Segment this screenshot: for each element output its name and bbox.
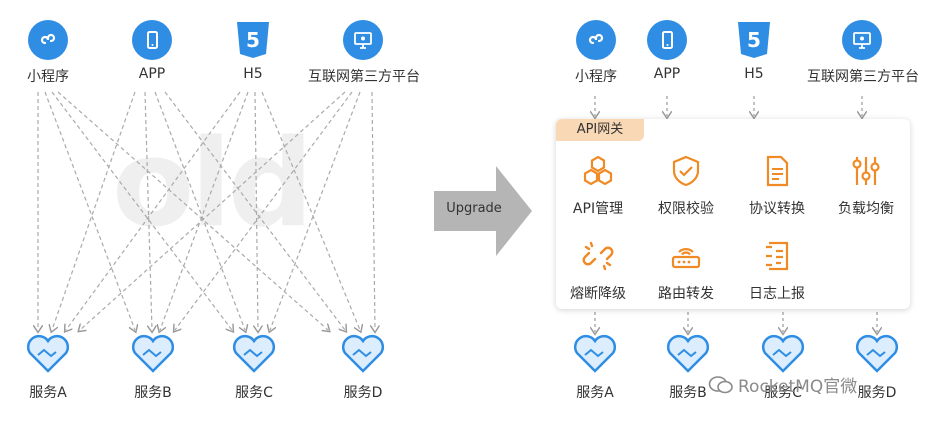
handshake-heart-icon	[573, 334, 617, 373]
watermark-text: RocketMQ官微	[738, 377, 858, 397]
feature-protocol-conversion: 协议转换	[734, 154, 820, 218]
right-service-a: 服务A	[555, 334, 635, 402]
svg-text:5: 5	[747, 28, 761, 52]
feature-log-reporting: 日志上报	[734, 239, 820, 303]
handshake-heart-icon	[761, 334, 805, 373]
phone-icon	[647, 20, 687, 60]
client-label: 互联网第三方平台	[308, 69, 420, 85]
handshake-heart-icon	[666, 334, 710, 373]
feature-api-management: API管理	[555, 154, 641, 218]
upgrade-label: Upgrade	[446, 201, 502, 216]
left-client-h5: 5 H5	[198, 20, 308, 82]
right-client-third-party: 互联网第三方平台	[807, 20, 919, 86]
left-client-miniprogram: 小程序	[0, 20, 103, 86]
service-label: 服务A	[576, 385, 614, 401]
feature-circuit-breaker: 熔断降级	[555, 239, 641, 303]
phone-icon	[132, 20, 172, 60]
client-label: 小程序	[27, 69, 69, 85]
api-gateway-box	[556, 119, 910, 309]
feature-label: 权限校验	[658, 201, 714, 217]
right-client-h5: 5 H5	[699, 20, 809, 82]
shield-check-icon	[672, 155, 700, 187]
left-service-c: 服务C	[214, 334, 294, 402]
feature-permission-check: 权限校验	[643, 154, 729, 218]
handshake-heart-icon	[131, 334, 175, 373]
service-label: 服务B	[669, 385, 707, 401]
service-label: 服务C	[235, 385, 273, 401]
service-label: 服务D	[343, 385, 383, 401]
handshake-heart-icon	[855, 334, 899, 373]
client-label: H5	[744, 66, 764, 82]
old-mesh-lines	[38, 91, 375, 330]
right-client-miniprogram: 小程序	[541, 20, 651, 86]
handshake-heart-icon	[26, 334, 70, 373]
html5-icon: 5	[734, 20, 774, 60]
right-service-c: 服务C	[743, 334, 823, 402]
service-label: 服务A	[29, 385, 67, 401]
feature-label: 日志上报	[749, 286, 805, 302]
left-service-d: 服务D	[323, 334, 403, 402]
client-label: 互联网第三方平台	[807, 69, 919, 85]
router-icon	[671, 248, 701, 269]
left-service-a: 服务A	[8, 334, 88, 402]
client-label: APP	[138, 66, 166, 82]
feature-label: 路由转发	[658, 286, 714, 302]
service-label: 服务B	[134, 385, 172, 401]
right-client-app: APP	[612, 20, 722, 82]
feature-label: 协议转换	[749, 201, 805, 217]
handshake-heart-icon	[232, 334, 276, 373]
svg-text:5: 5	[246, 28, 260, 52]
feature-label: 熔断降级	[570, 286, 626, 302]
sliders-icon	[852, 157, 880, 185]
watermark: RocketMQ官微	[708, 372, 857, 400]
document-icon	[766, 155, 789, 187]
feature-label: 负载均衡	[838, 201, 894, 217]
html5-icon: 5	[233, 20, 273, 60]
api-gateway-title: API网关	[556, 119, 644, 141]
left-client-app: APP	[97, 20, 207, 82]
right-service-b: 服务B	[648, 334, 728, 402]
client-label: H5	[243, 66, 263, 82]
feature-routing: 路由转发	[643, 239, 729, 303]
handshake-heart-icon	[341, 334, 385, 373]
left-service-b: 服务B	[113, 334, 193, 402]
monitor-icon	[842, 20, 882, 60]
wechat-icon	[708, 375, 734, 400]
left-client-third-party: 互联网第三方平台	[308, 20, 420, 86]
right-service-d: 服务D	[837, 334, 917, 402]
client-label: 小程序	[575, 69, 617, 85]
feature-load-balancing: 负载均衡	[823, 154, 909, 218]
miniprogram-icon	[28, 20, 68, 60]
service-label: 服务C	[764, 385, 802, 401]
feature-label: API管理	[572, 201, 624, 217]
hexagons-icon	[583, 155, 613, 186]
miniprogram-icon	[576, 20, 616, 60]
old-background-word: old	[112, 115, 313, 254]
client-label: APP	[653, 66, 681, 82]
broken-link-icon	[582, 241, 614, 271]
monitor-icon	[343, 20, 383, 60]
service-label: 服务D	[857, 385, 897, 401]
log-icon	[766, 241, 789, 271]
upgrade-arrow: Upgrade	[434, 166, 532, 256]
